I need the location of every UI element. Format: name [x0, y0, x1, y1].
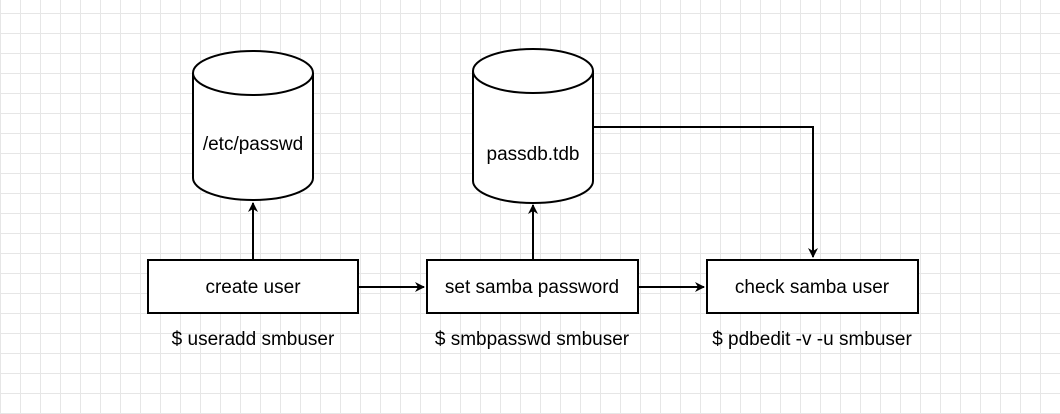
passdb-tdb-label: passdb.tdb: [487, 144, 580, 165]
set-samba-password-label: set samba password: [445, 277, 619, 298]
create-user-label: create user: [205, 277, 301, 298]
check-samba-user-label: check samba user: [735, 277, 890, 298]
smbpasswd-command-caption: $ smbpasswd smbuser: [435, 329, 630, 350]
etc-passwd-label: /etc/passwd: [203, 134, 303, 155]
useradd-command-caption: $ useradd smbuser: [172, 329, 335, 350]
create-user-step: create user: [147, 259, 359, 314]
pdbedit-command-caption: $ pdbedit -v -u smbuser: [712, 329, 912, 350]
set-samba-password-step: set samba password: [426, 259, 639, 314]
passdb-tdb-database: passdb.tdb: [472, 48, 594, 204]
passdb-to-check-arrow: [593, 126, 818, 258]
etc-passwd-database: /etc/passwd: [192, 50, 314, 201]
check-samba-user-step: check samba user: [706, 259, 919, 314]
